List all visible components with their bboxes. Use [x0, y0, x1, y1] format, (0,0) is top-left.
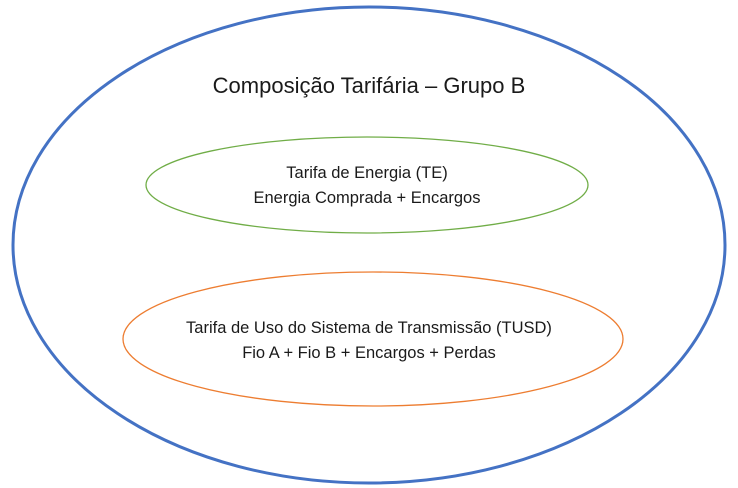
outer-ellipse-grupo-b	[11, 5, 727, 485]
tusd-label-line2: Fio A + Fio B + Encargos + Perdas	[242, 344, 496, 362]
te-ellipse	[145, 136, 589, 234]
tusd-ellipse	[122, 271, 624, 407]
diagram-title: Composição Tarifária – Grupo B	[213, 73, 526, 98]
tusd-label-line1: Tarifa de Uso do Sistema de Transmissão …	[186, 319, 552, 337]
te-label-line2: Energia Comprada + Encargos	[253, 189, 480, 207]
te-label-line1: Tarifa de Energia (TE)	[286, 164, 447, 182]
